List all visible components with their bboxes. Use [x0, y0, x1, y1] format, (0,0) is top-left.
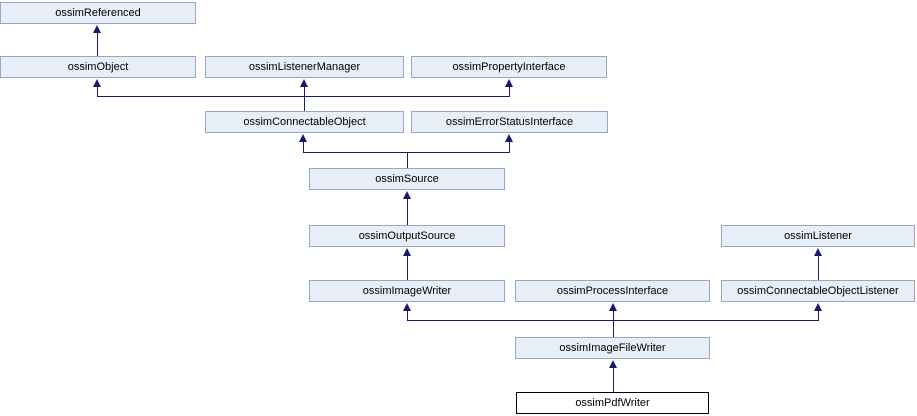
- class-node-ossimReferenced[interactable]: ossimReferenced: [0, 2, 196, 24]
- inheritance-arrowhead: [93, 25, 101, 33]
- edge-line: [818, 310, 819, 320]
- edge-line: [407, 152, 408, 168]
- edge-line: [97, 32, 98, 56]
- edge-line: [613, 367, 614, 392]
- class-node-ossimPropertyInterface[interactable]: ossimPropertyInterface: [411, 56, 607, 78]
- edge-line: [97, 96, 510, 97]
- class-node-ossimSource[interactable]: ossimSource: [309, 168, 505, 190]
- inheritance-arrowhead: [814, 248, 822, 256]
- inheritance-arrowhead: [403, 303, 411, 311]
- class-node-ossimOutputSource[interactable]: ossimOutputSource: [309, 225, 505, 247]
- edge-line: [818, 255, 819, 280]
- edge-line: [407, 198, 408, 225]
- inheritance-arrowhead: [300, 79, 308, 87]
- edge-line: [97, 86, 98, 96]
- class-node-ossimListener[interactable]: ossimListener: [721, 225, 915, 247]
- inheritance-arrowhead: [403, 248, 411, 256]
- class-node-ossimListenerManager[interactable]: ossimListenerManager: [205, 56, 404, 78]
- inheritance-arrowhead: [505, 134, 513, 142]
- edge-line: [303, 152, 510, 153]
- class-node-ossimConnectableObjectListener[interactable]: ossimConnectableObjectListener: [721, 280, 915, 302]
- inheritance-arrowhead: [93, 79, 101, 87]
- inheritance-arrowhead: [403, 191, 411, 199]
- edge-line: [407, 255, 408, 280]
- inheritance-arrowhead: [609, 360, 617, 368]
- class-node-ossimPdfWriter-current: ossimPdfWriter: [516, 392, 709, 414]
- class-node-ossimErrorStatusInterface[interactable]: ossimErrorStatusInterface: [411, 111, 608, 133]
- inheritance-arrowhead: [814, 303, 822, 311]
- edge-line: [407, 310, 408, 320]
- class-node-ossimProcessInterface[interactable]: ossimProcessInterface: [515, 280, 710, 302]
- edge-line: [509, 86, 510, 96]
- inheritance-arrowhead: [505, 79, 513, 87]
- class-node-ossimConnectableObject[interactable]: ossimConnectableObject: [205, 111, 404, 133]
- inheritance-arrowhead: [299, 134, 307, 142]
- class-node-ossimImageWriter[interactable]: ossimImageWriter: [309, 280, 505, 302]
- class-node-ossimObject[interactable]: ossimObject: [0, 56, 196, 78]
- edge-line: [509, 141, 510, 152]
- edge-line: [613, 310, 614, 337]
- edge-line: [303, 141, 304, 152]
- inheritance-arrowhead: [609, 303, 617, 311]
- class-node-ossimImageFileWriter[interactable]: ossimImageFileWriter: [515, 337, 710, 359]
- edge-line: [304, 86, 305, 111]
